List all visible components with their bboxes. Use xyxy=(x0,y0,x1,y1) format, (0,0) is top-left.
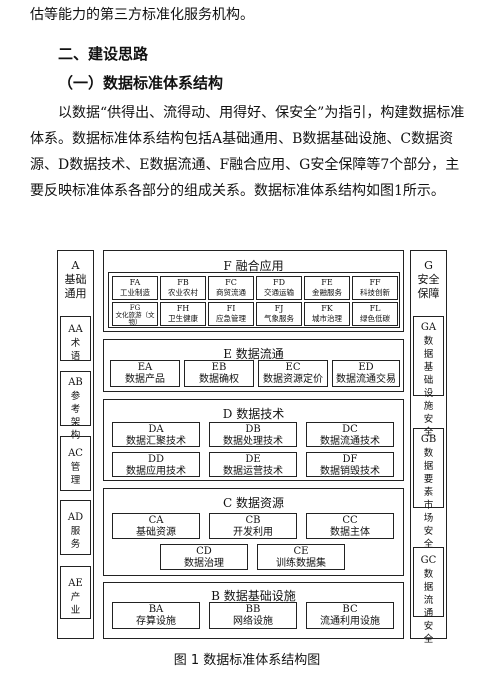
cell-ac: AC 管理 xyxy=(60,436,91,491)
cell-ab: AB 参考架构 xyxy=(60,371,91,441)
cell-ga: GA 数据基础设施安全 xyxy=(413,316,444,438)
column-a-basic-general: A 基础通用 xyxy=(57,250,94,639)
cell-gc: GC 数据流通安全 xyxy=(413,547,444,645)
column-g-code: G xyxy=(424,259,433,272)
block-d-title: D 数据技术 xyxy=(222,407,285,421)
column-a-code: A xyxy=(71,259,80,272)
cell-aa: AA 术语 xyxy=(60,316,91,362)
subsection-heading: （一）数据标准体系结构 xyxy=(58,74,224,92)
cell-ad: AD 服务 xyxy=(60,500,91,555)
block-b-infrastructure: B 数据基础设施 xyxy=(103,582,404,639)
block-f-inner xyxy=(108,272,400,328)
column-a-name: 基础通用 xyxy=(64,273,87,300)
body-paragraph: 以数据“供得出、流得动、用得好、保安全”为指引，构建数据标准体系。数据标准体系结… xyxy=(30,105,465,199)
figure-caption: 图 1 数据标准体系结构图 xyxy=(173,653,321,668)
block-c-resources: C 数据资源 xyxy=(103,488,404,576)
text-line-0: 估等能力的第三方标准化服务机构。 xyxy=(30,7,254,23)
block-e-circulation: E 数据流通 xyxy=(103,339,404,392)
block-e-title: E 数据流通 xyxy=(223,347,284,361)
section-heading: 二、建设思路 xyxy=(58,45,149,63)
block-d-technology: D 数据技术 xyxy=(103,399,404,481)
cell-gb: GB 数据要素市场安全 xyxy=(413,428,444,550)
block-f-title: F 融合应用 xyxy=(223,259,284,273)
column-g-security: G 安全保障 xyxy=(410,250,447,639)
block-c-title: C 数据资源 xyxy=(223,496,284,510)
block-b-title: B 数据基础设施 xyxy=(211,589,296,603)
column-g-name: 安全保障 xyxy=(417,273,440,300)
block-f-applications: F 融合应用 xyxy=(103,250,404,332)
cell-ae: AE 产业 xyxy=(60,566,91,619)
